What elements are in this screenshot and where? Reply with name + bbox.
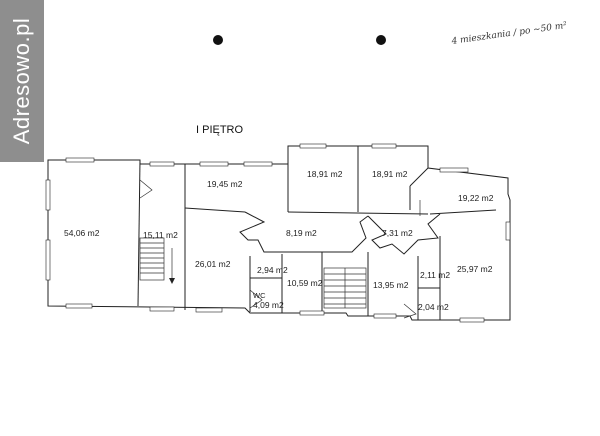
room-label-19-22: 19,22 m2 xyxy=(458,193,494,203)
room-label-7-31: 7,31 m2 xyxy=(382,228,413,238)
watermark-banner: Adresowo.pl xyxy=(0,0,44,162)
wall-18-91-bottom xyxy=(287,211,429,215)
stair-notch xyxy=(139,179,153,199)
room-label-10-59: 10,59 m2 xyxy=(287,278,323,288)
handwritten-note: 4 mieszkania / po ~50 m² xyxy=(450,21,568,47)
room-label-2-04: 2,04 m2 xyxy=(418,302,449,312)
floor-title: I PIĘTRO xyxy=(196,124,244,136)
room-label-13-95: 13,95 m2 xyxy=(373,280,409,290)
room-label-18-91b: 18,91 m2 xyxy=(372,169,408,179)
punch-hole-right xyxy=(376,35,386,45)
room-label-18-91a: 18,91 m2 xyxy=(307,169,343,179)
door-2-04 xyxy=(403,303,417,319)
room-label-4-09: 4,09 m2 xyxy=(253,300,284,310)
stairs-left xyxy=(139,237,175,284)
stairs-middle xyxy=(323,267,367,309)
room-label-19-45: 19,45 m2 xyxy=(207,179,243,189)
wall-left-room xyxy=(137,159,141,307)
windows xyxy=(45,143,511,323)
room-label-26-01: 26,01 m2 xyxy=(195,259,231,269)
room-label-8-19: 8,19 m2 xyxy=(286,228,317,238)
wall-diag-right xyxy=(409,167,429,187)
room-label-wc: WC xyxy=(253,291,266,300)
room-label-25-97: 25,97 m2 xyxy=(457,264,493,274)
corridor-8-19 xyxy=(239,211,369,253)
room-label-2-11: 2,11 m2 xyxy=(420,270,450,280)
room-label-54-06: 54,06 m2 xyxy=(64,228,100,238)
corridor-7-31 xyxy=(367,213,441,255)
room-label-15-11: 15,11 m2 xyxy=(143,230,178,240)
wall-19-45-bottom xyxy=(184,207,246,213)
wc-door xyxy=(249,289,263,309)
room-label-2-94: 2,94 m2 xyxy=(257,265,288,275)
punch-hole-left xyxy=(213,35,223,45)
wall-19-22-bottom xyxy=(429,209,497,215)
